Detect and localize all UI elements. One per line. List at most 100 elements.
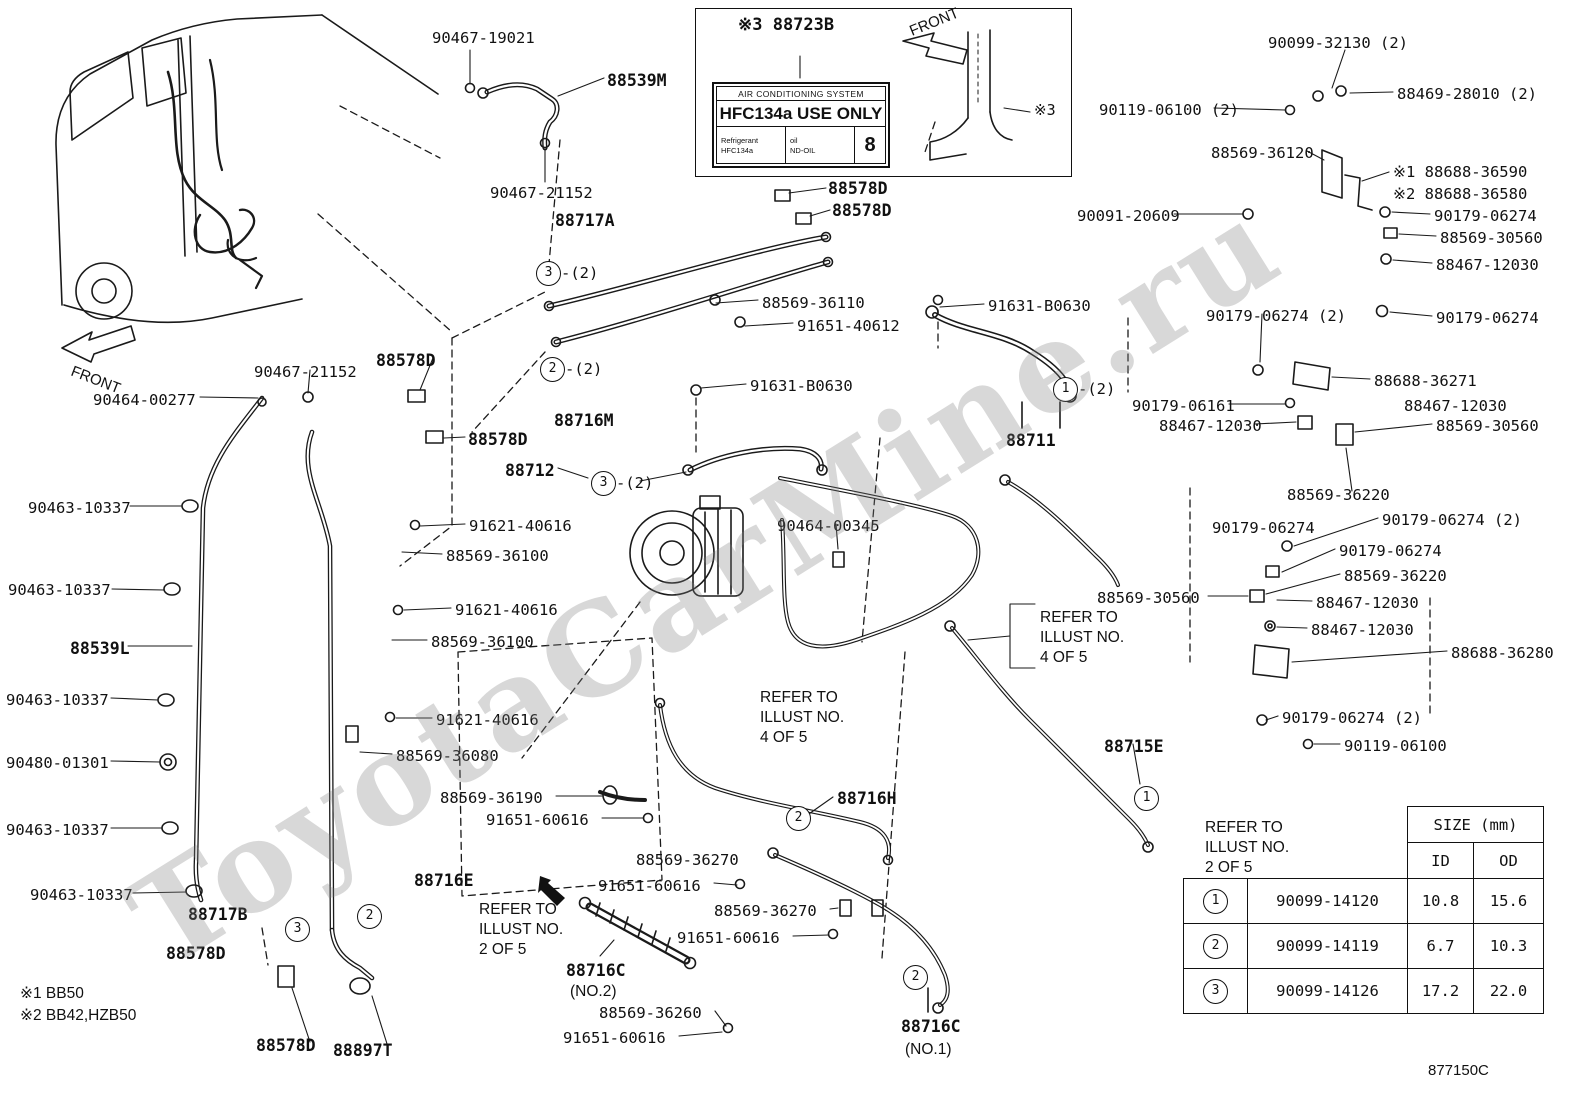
part-label: 91631-B0630	[750, 377, 853, 395]
id-value: 10.8	[1407, 878, 1474, 924]
leader-lines	[110, 49, 1448, 1048]
part-label: 88569-36100	[431, 633, 534, 651]
part-label: 88467-12030	[1316, 594, 1419, 612]
part-label: (NO.1)	[905, 1041, 952, 1058]
part-label: 88569-36270	[636, 851, 739, 869]
part-label: 88469-28010 (2)	[1397, 85, 1537, 103]
part-label: 88716E	[414, 871, 474, 890]
refrigerant-cell: Refrigerant HFC134a	[717, 127, 786, 163]
circled-number: 2	[357, 904, 382, 929]
part-label: 90463-10337	[30, 886, 133, 904]
part-label: 88711	[1006, 431, 1056, 450]
part-label: 90099-32130 (2)	[1268, 34, 1408, 52]
part-label: 88569-36110	[762, 294, 865, 312]
part-label: 90091-20609	[1077, 207, 1180, 225]
front-arrow-callout	[902, 32, 968, 65]
part-label: 91651-60616	[598, 877, 701, 895]
part-label: 88716M	[554, 411, 614, 430]
hose-88539m	[477, 82, 560, 151]
part-label: 90463-10337	[8, 581, 111, 599]
part-number: 90099-14126	[1247, 968, 1408, 1014]
part-label: 88569-36080	[396, 747, 499, 765]
part-label: 88569-36120	[1211, 144, 1314, 162]
circled-number: 1	[1203, 888, 1228, 914]
part-label: 90179-06274	[1436, 309, 1539, 327]
mid-right-pipe	[999, 474, 1120, 587]
part-label: 88569-36190	[440, 789, 543, 807]
part-label: 91631-B0630	[988, 297, 1091, 315]
solid-arrows	[538, 876, 565, 906]
part-label: 88467-12030	[1404, 397, 1507, 415]
ac-plate-main-text: HFC134a USE ONLY	[717, 101, 885, 127]
oil-label: oil	[790, 135, 798, 145]
od-value: 15.6	[1473, 878, 1544, 924]
size-table: SIZE (mm) ID OD 1 90099-14120 10.8 15.6 …	[1183, 806, 1544, 1014]
part-label: 90179-06274	[1434, 207, 1537, 225]
part-label: 88569-36220	[1287, 486, 1390, 504]
part-label: 91621-40616	[469, 517, 572, 535]
ac-plate-header: AIR CONDITIONING SYSTEM	[717, 87, 885, 101]
part-label: 88569-36100	[446, 547, 549, 565]
part-label: ※1 BB50	[20, 985, 84, 1002]
part-label: 90119-06100 (2)	[1099, 101, 1239, 119]
part-label: 88578D	[256, 1036, 316, 1055]
part-label: 88578D	[832, 201, 892, 220]
size-table-header-row: SIZE (mm)	[1184, 806, 1544, 843]
size-header: SIZE (mm)	[1407, 806, 1544, 843]
part-label: 91651-40612	[797, 317, 900, 335]
size-table-subheader-row: ID OD	[1184, 842, 1544, 879]
size-table-row: 1 90099-14120 10.8 15.6	[1183, 878, 1544, 924]
od-value: 22.0	[1473, 968, 1544, 1014]
part-label: 88467-12030	[1159, 417, 1262, 435]
circled-number: 2	[1203, 933, 1228, 959]
pillar-illustration	[929, 29, 1013, 161]
part-label: 88578D	[376, 351, 436, 370]
part-label: 90463-10337	[6, 821, 109, 839]
part-label: 88578D	[166, 944, 226, 963]
size-table-row: 3 90099-14126 17.2 22.0	[1183, 968, 1544, 1014]
refrigerant-value: HFC134a	[721, 145, 754, 155]
refrigerant-label: Refrigerant	[721, 135, 759, 145]
circled-number: 3-(2)	[591, 471, 653, 496]
part-label: 88569-30560	[1436, 417, 1539, 435]
part-label: 88569-36220	[1344, 567, 1447, 585]
circled-number: 3-(2)	[536, 261, 598, 286]
part-label: ※1 88688-36590	[1393, 163, 1528, 181]
front-arrow-left	[61, 325, 136, 363]
part-number: 90099-14119	[1247, 923, 1408, 969]
part-label: 88569-30560	[1440, 229, 1543, 247]
id-value: 17.2	[1407, 968, 1474, 1014]
part-label: 88569-36270	[714, 902, 817, 920]
part-label: 90179-06274	[1339, 542, 1442, 560]
part-label: 88569-36260	[599, 1004, 702, 1022]
part-label: 88897T	[333, 1041, 393, 1060]
part-label: 91621-40616	[455, 601, 558, 619]
circled-number: 2	[903, 965, 928, 990]
id-value: 6.7	[1407, 923, 1474, 969]
part-label: 90463-10337	[28, 499, 131, 517]
part-label: ※2 BB42,HZB50	[20, 1007, 137, 1024]
right-hardware	[1242, 85, 1398, 750]
tube-88716c-no2	[578, 896, 697, 970]
part-label: 90179-06274 (2)	[1382, 511, 1522, 529]
part-label: 90119-06100	[1344, 737, 1447, 755]
part-label: 88578D	[468, 430, 528, 449]
callout-box-88723b: ※3 88723B ※3	[695, 8, 1072, 177]
part-label: 91621-40616	[436, 711, 539, 729]
part-label: 88467-12030	[1436, 256, 1539, 274]
part-label: 90467-21152	[254, 363, 357, 381]
part-label: 90179-06161	[1132, 397, 1235, 415]
refer-note: REFER TO ILLUST NO. 2 OF 5	[1205, 819, 1290, 877]
part-label: 90467-19021	[432, 29, 535, 47]
od-value: 10.3	[1473, 923, 1544, 969]
col-od: OD	[1473, 842, 1544, 879]
part-label: 88717B	[188, 905, 248, 924]
callout-title: ※3 88723B	[738, 15, 835, 35]
compressor	[629, 495, 744, 597]
size-table-row: 2 90099-14119 6.7 10.3	[1183, 923, 1544, 969]
col-id: ID	[1407, 842, 1474, 879]
van-sketch	[55, 14, 439, 324]
ac-plate-bottom-row: Refrigerant HFC134a oil ND-OIL 8	[717, 127, 885, 163]
part-label: 88688-36280	[1451, 644, 1554, 662]
part-label: 88717A	[555, 211, 615, 230]
